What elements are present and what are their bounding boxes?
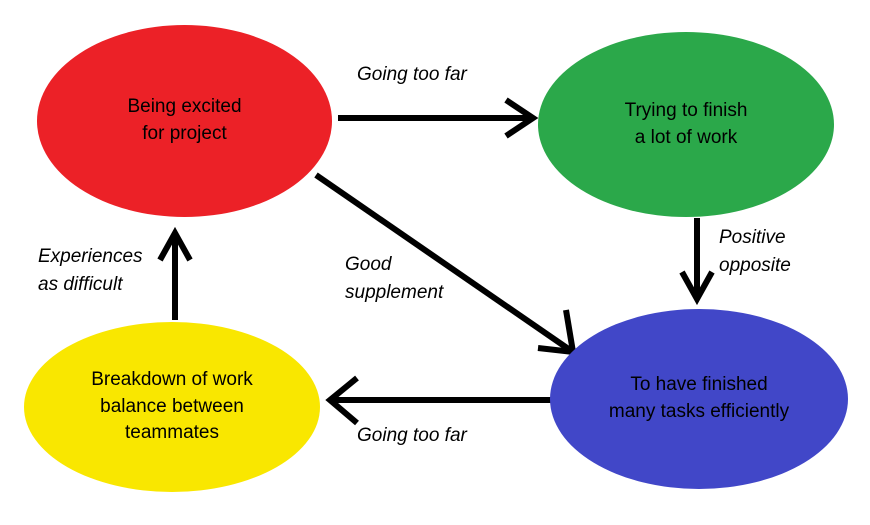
edge-label-green-to-blue: Positive opposite: [719, 227, 791, 276]
node-breakdown-label: Breakdown of work balance between teamma…: [91, 368, 253, 444]
edge-blue-to-yellow: [325, 375, 551, 426]
edge-green-to-blue: [679, 218, 715, 306]
node-finished-tasks-label: To have finished many tasks efficiently: [608, 374, 790, 422]
edge-label-blue-to-yellow: Going too far: [357, 425, 467, 446]
edge-label-red-to-green: Going too far: [357, 64, 467, 85]
edge-red-to-green: [338, 97, 539, 139]
node-being-excited[interactable]: Being excited for project: [37, 25, 332, 217]
edge-yellow-to-red-arrowhead: [157, 226, 193, 262]
node-finished-tasks[interactable]: To have finished many tasks efficiently: [550, 309, 848, 489]
node-trying-to-finish-label: Trying to finish a lot of work: [624, 99, 748, 148]
edge-yellow-to-red: [157, 226, 193, 320]
node-breakdown[interactable]: Breakdown of work balance between teamma…: [24, 322, 320, 492]
node-being-excited-label: Being excited for project: [127, 96, 242, 144]
edge-green-to-blue-arrowhead: [679, 270, 715, 306]
edge-label-red-to-blue: Good supplement: [345, 254, 444, 303]
edge-label-yellow-to-red: Experiences as difficult: [38, 246, 143, 295]
node-trying-to-finish[interactable]: Trying to finish a lot of work: [538, 32, 834, 217]
edge-blue-to-yellow-arrowhead: [325, 375, 359, 426]
edge-red-to-green-arrowhead: [504, 97, 539, 139]
edge-red-to-blue-arrowhead: [537, 309, 577, 356]
